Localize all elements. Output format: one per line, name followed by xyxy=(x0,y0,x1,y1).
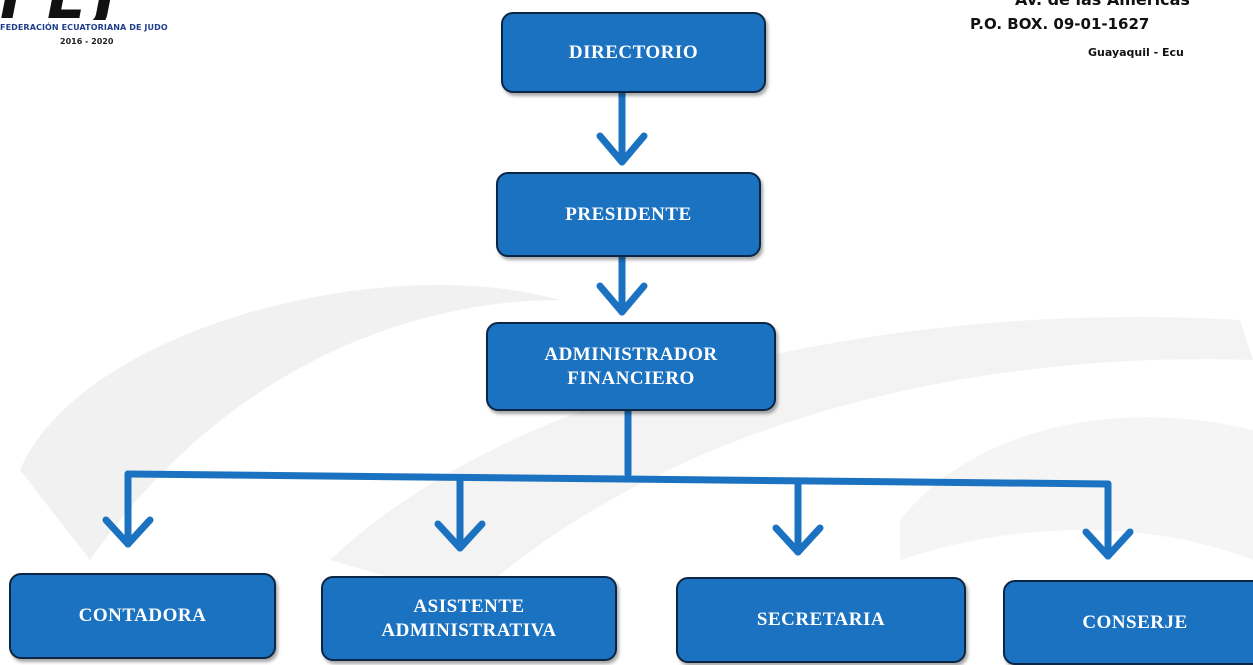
node-asistente-label-line2: ADMINISTRATIVA xyxy=(381,619,557,641)
node-administrador-label-line1: ADMINISTRADOR xyxy=(544,343,718,365)
node-asistente-label-line1: ASISTENTE xyxy=(413,595,525,617)
connector-to-secretaria xyxy=(772,477,824,556)
node-directorio: DIRECTORIO xyxy=(501,12,766,93)
logo-mark: FEJ xyxy=(0,0,222,20)
connector-presidente-administrador xyxy=(596,253,648,316)
node-presidente: PRESIDENTE xyxy=(496,172,761,257)
federation-logo: FEJ FEDERACIÓN ECUATORIANA DE JUDO 2016 … xyxy=(0,0,240,48)
node-contadora: CONTADORA xyxy=(9,573,276,659)
node-asistente-administrativa: ASISTENTE ADMINISTRATIVA xyxy=(321,576,617,661)
address-street: Av. de las Américas xyxy=(1015,0,1190,9)
connector-to-asistente xyxy=(434,474,486,552)
connector-administrador-bus xyxy=(124,407,1112,488)
node-secretaria: SECRETARIA xyxy=(676,577,966,663)
node-administrador-label-line2: FINANCIERO xyxy=(567,367,695,389)
address-po-box: P.O. BOX. 09-01-1627 xyxy=(970,15,1150,33)
federation-period: 2016 - 2020 xyxy=(60,37,114,46)
address-city: Guayaquil - Ecu xyxy=(1088,46,1184,59)
node-administrador-financiero: ADMINISTRADOR FINANCIERO xyxy=(486,322,776,411)
connector-directorio-presidente xyxy=(596,89,648,166)
node-secretaria-label: SECRETARIA xyxy=(756,609,886,630)
node-conserje-label: CONSERJE xyxy=(1082,611,1188,633)
node-presidente-label: PRESIDENTE xyxy=(565,203,692,225)
connector-to-contadora xyxy=(102,470,154,548)
node-directorio-label: DIRECTORIO xyxy=(568,41,699,63)
node-conserje: CONSERJE xyxy=(1003,580,1253,665)
connector-to-conserje xyxy=(1082,480,1134,560)
node-contadora-label: CONTADORA xyxy=(78,605,207,626)
federation-name: FEDERACIÓN ECUATORIANA DE JUDO xyxy=(0,23,168,32)
